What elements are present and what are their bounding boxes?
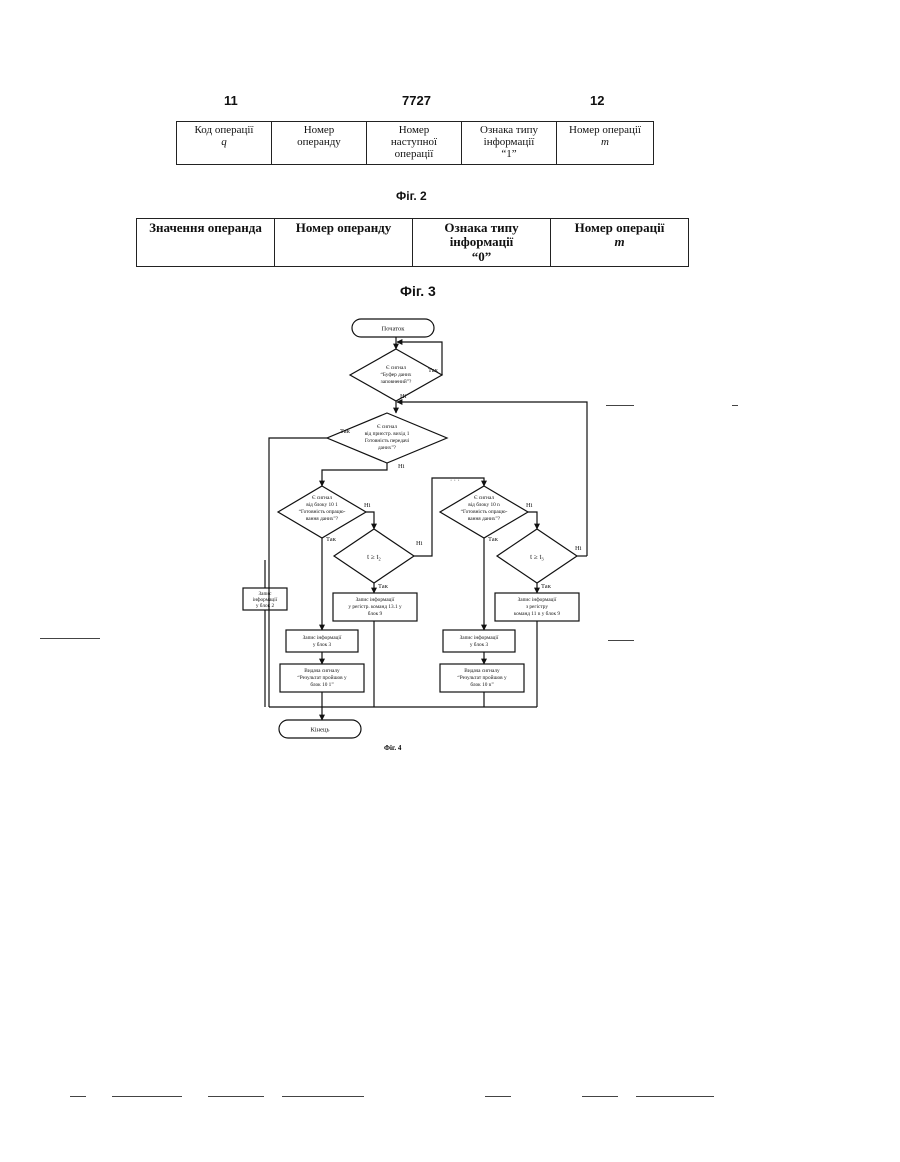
process-write-block3-a (286, 630, 358, 652)
d1-text: заповнений”? (381, 378, 412, 385)
p-mid1-text: Запис інформації (356, 596, 395, 603)
p-col1b-text: “Результат пройшов у (297, 674, 347, 681)
fig4-caption: Фіг. 4 (384, 744, 402, 752)
process-write-block3-b (443, 630, 515, 652)
label-no-d6: Ні (575, 545, 582, 552)
p-col1b-text: блок 10 1” (310, 681, 334, 688)
d3-text: від блоку 10 1 (306, 501, 338, 508)
scan-artifact (582, 1096, 618, 1097)
scan-artifact (40, 638, 100, 639)
p-left-text: у блок 2 (256, 602, 275, 609)
d3-text: Є сигнал (312, 495, 332, 501)
p-right-text: з регістру (526, 604, 548, 610)
d5-text: “Готовність опрацю- (461, 508, 508, 515)
p-col2b-text: Видача сигналу (464, 668, 500, 674)
p-col1a-text: Запис інформації (303, 634, 342, 641)
d3-text: “Готовність опрацю- (299, 508, 346, 515)
d5-text: Є сигнал (474, 495, 494, 501)
end-label: Кінець (311, 727, 330, 734)
p-right-text: команд 11 n у блок 9 (514, 610, 560, 617)
d6-text: t ≥ t₃ (530, 553, 544, 561)
p-left-text: інформації (253, 596, 278, 603)
label-yes-d6: Так (541, 583, 552, 590)
label-no-d3: Ні (364, 502, 371, 509)
label-yes-d1: Так (428, 367, 439, 374)
d5-text: вання даних”? (468, 516, 501, 522)
p-mid1-text: блок 9 (368, 610, 383, 617)
d1-text: Є сигнал (386, 365, 406, 371)
d1-text: “Буфер даних (381, 371, 412, 378)
label-no-d4: Ні (416, 540, 423, 547)
d2-text: Готовність передачі (365, 438, 410, 444)
fig4-flowchart: Початок Кінець Є сигнал “Буфер даних зап… (0, 0, 900, 780)
label-yes-d3: Так (326, 536, 337, 543)
p-col2a-text: у блок 3 (470, 641, 489, 648)
label-no-d5: Ні (526, 502, 533, 509)
scan-artifact (282, 1096, 364, 1097)
scan-artifact (70, 1096, 86, 1097)
d4-text: t ≥ t₂ (367, 553, 381, 561)
d2-text: Є сигнал (377, 424, 397, 430)
label-no-d2: Ні (398, 463, 405, 470)
scan-artifact (606, 405, 634, 406)
p-right-text: Запис інформації (518, 596, 557, 603)
label-yes-d5: Так (488, 536, 499, 543)
p-col1a-text: у блок 3 (313, 641, 332, 648)
scan-artifact (208, 1096, 264, 1097)
d3-text: вання даних”? (306, 516, 339, 522)
scan-artifact (732, 405, 738, 406)
p-col2a-text: Запис інформації (460, 634, 499, 641)
p-col2b-text: “Результат пройшов у (457, 674, 507, 681)
label-no-d1: Ні (400, 393, 407, 400)
start-label: Початок (382, 326, 406, 333)
p-col2b-text: блок 10 n” (470, 681, 494, 688)
scan-artifact (112, 1096, 182, 1097)
label-yes-d2: Так (340, 428, 351, 435)
d2-text: від приєстр. вихід 1 (365, 431, 410, 437)
p-col1b-text: Видача сигналу (304, 668, 340, 674)
connector-dots: · · · (450, 477, 460, 484)
scan-artifact (636, 1096, 714, 1097)
d2-text: даних”? (378, 445, 397, 451)
scan-artifact (485, 1096, 511, 1097)
scan-artifact (608, 640, 634, 641)
p-mid1-text: у регістр. команд 13.1 у (348, 604, 402, 610)
d5-text: від блоку 10 n (468, 501, 500, 508)
label-yes-d4: Так (378, 583, 389, 590)
